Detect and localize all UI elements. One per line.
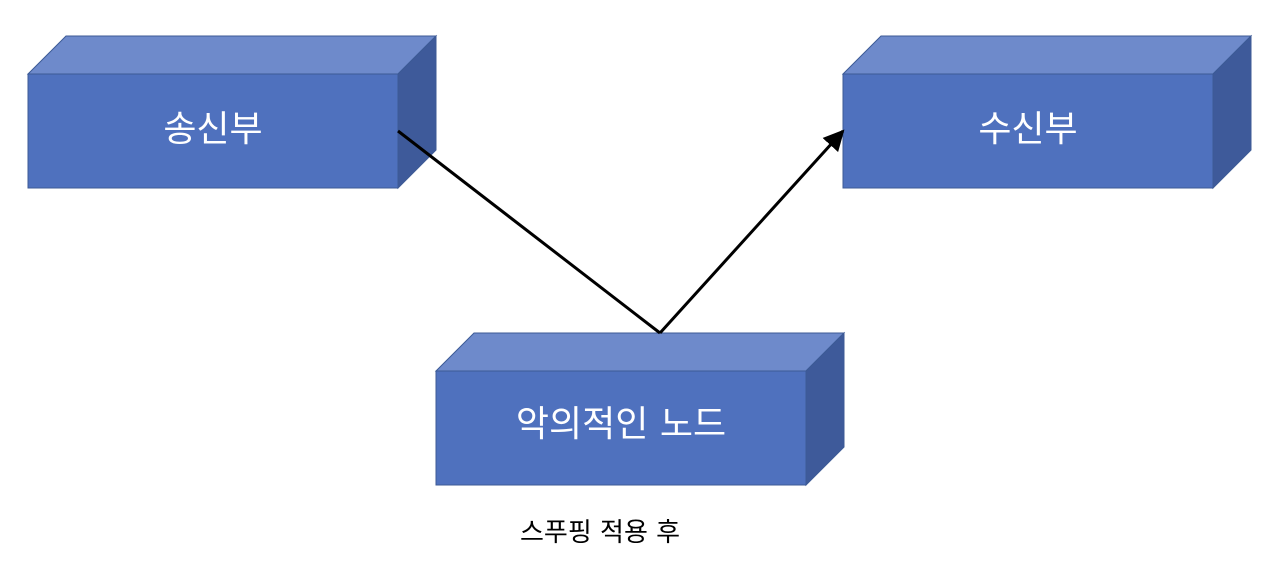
sender-node-label: 송신부 (163, 109, 262, 150)
diagram-caption: 스푸핑 적용 후 (520, 518, 681, 548)
receiver-node-label: 수신부 (978, 109, 1077, 150)
receiver-node-front (842, 73, 1214, 189)
malicious-to-receiver-arrow (658, 129, 845, 335)
malicious-node-top (434, 332, 846, 372)
sender-node-front (27, 73, 399, 189)
malicious-node-label: 악의적인 노드 (516, 404, 726, 445)
sender-node: 송신부 (26, 34, 438, 190)
receiver-node: 수신부 (841, 34, 1253, 190)
malicious-node-front (435, 370, 807, 486)
sender-node-top (26, 35, 438, 75)
malicious-node: 악의적인 노드 (434, 331, 846, 487)
sender-to-malicious-line (397, 129, 661, 335)
receiver-node-top (841, 35, 1253, 75)
